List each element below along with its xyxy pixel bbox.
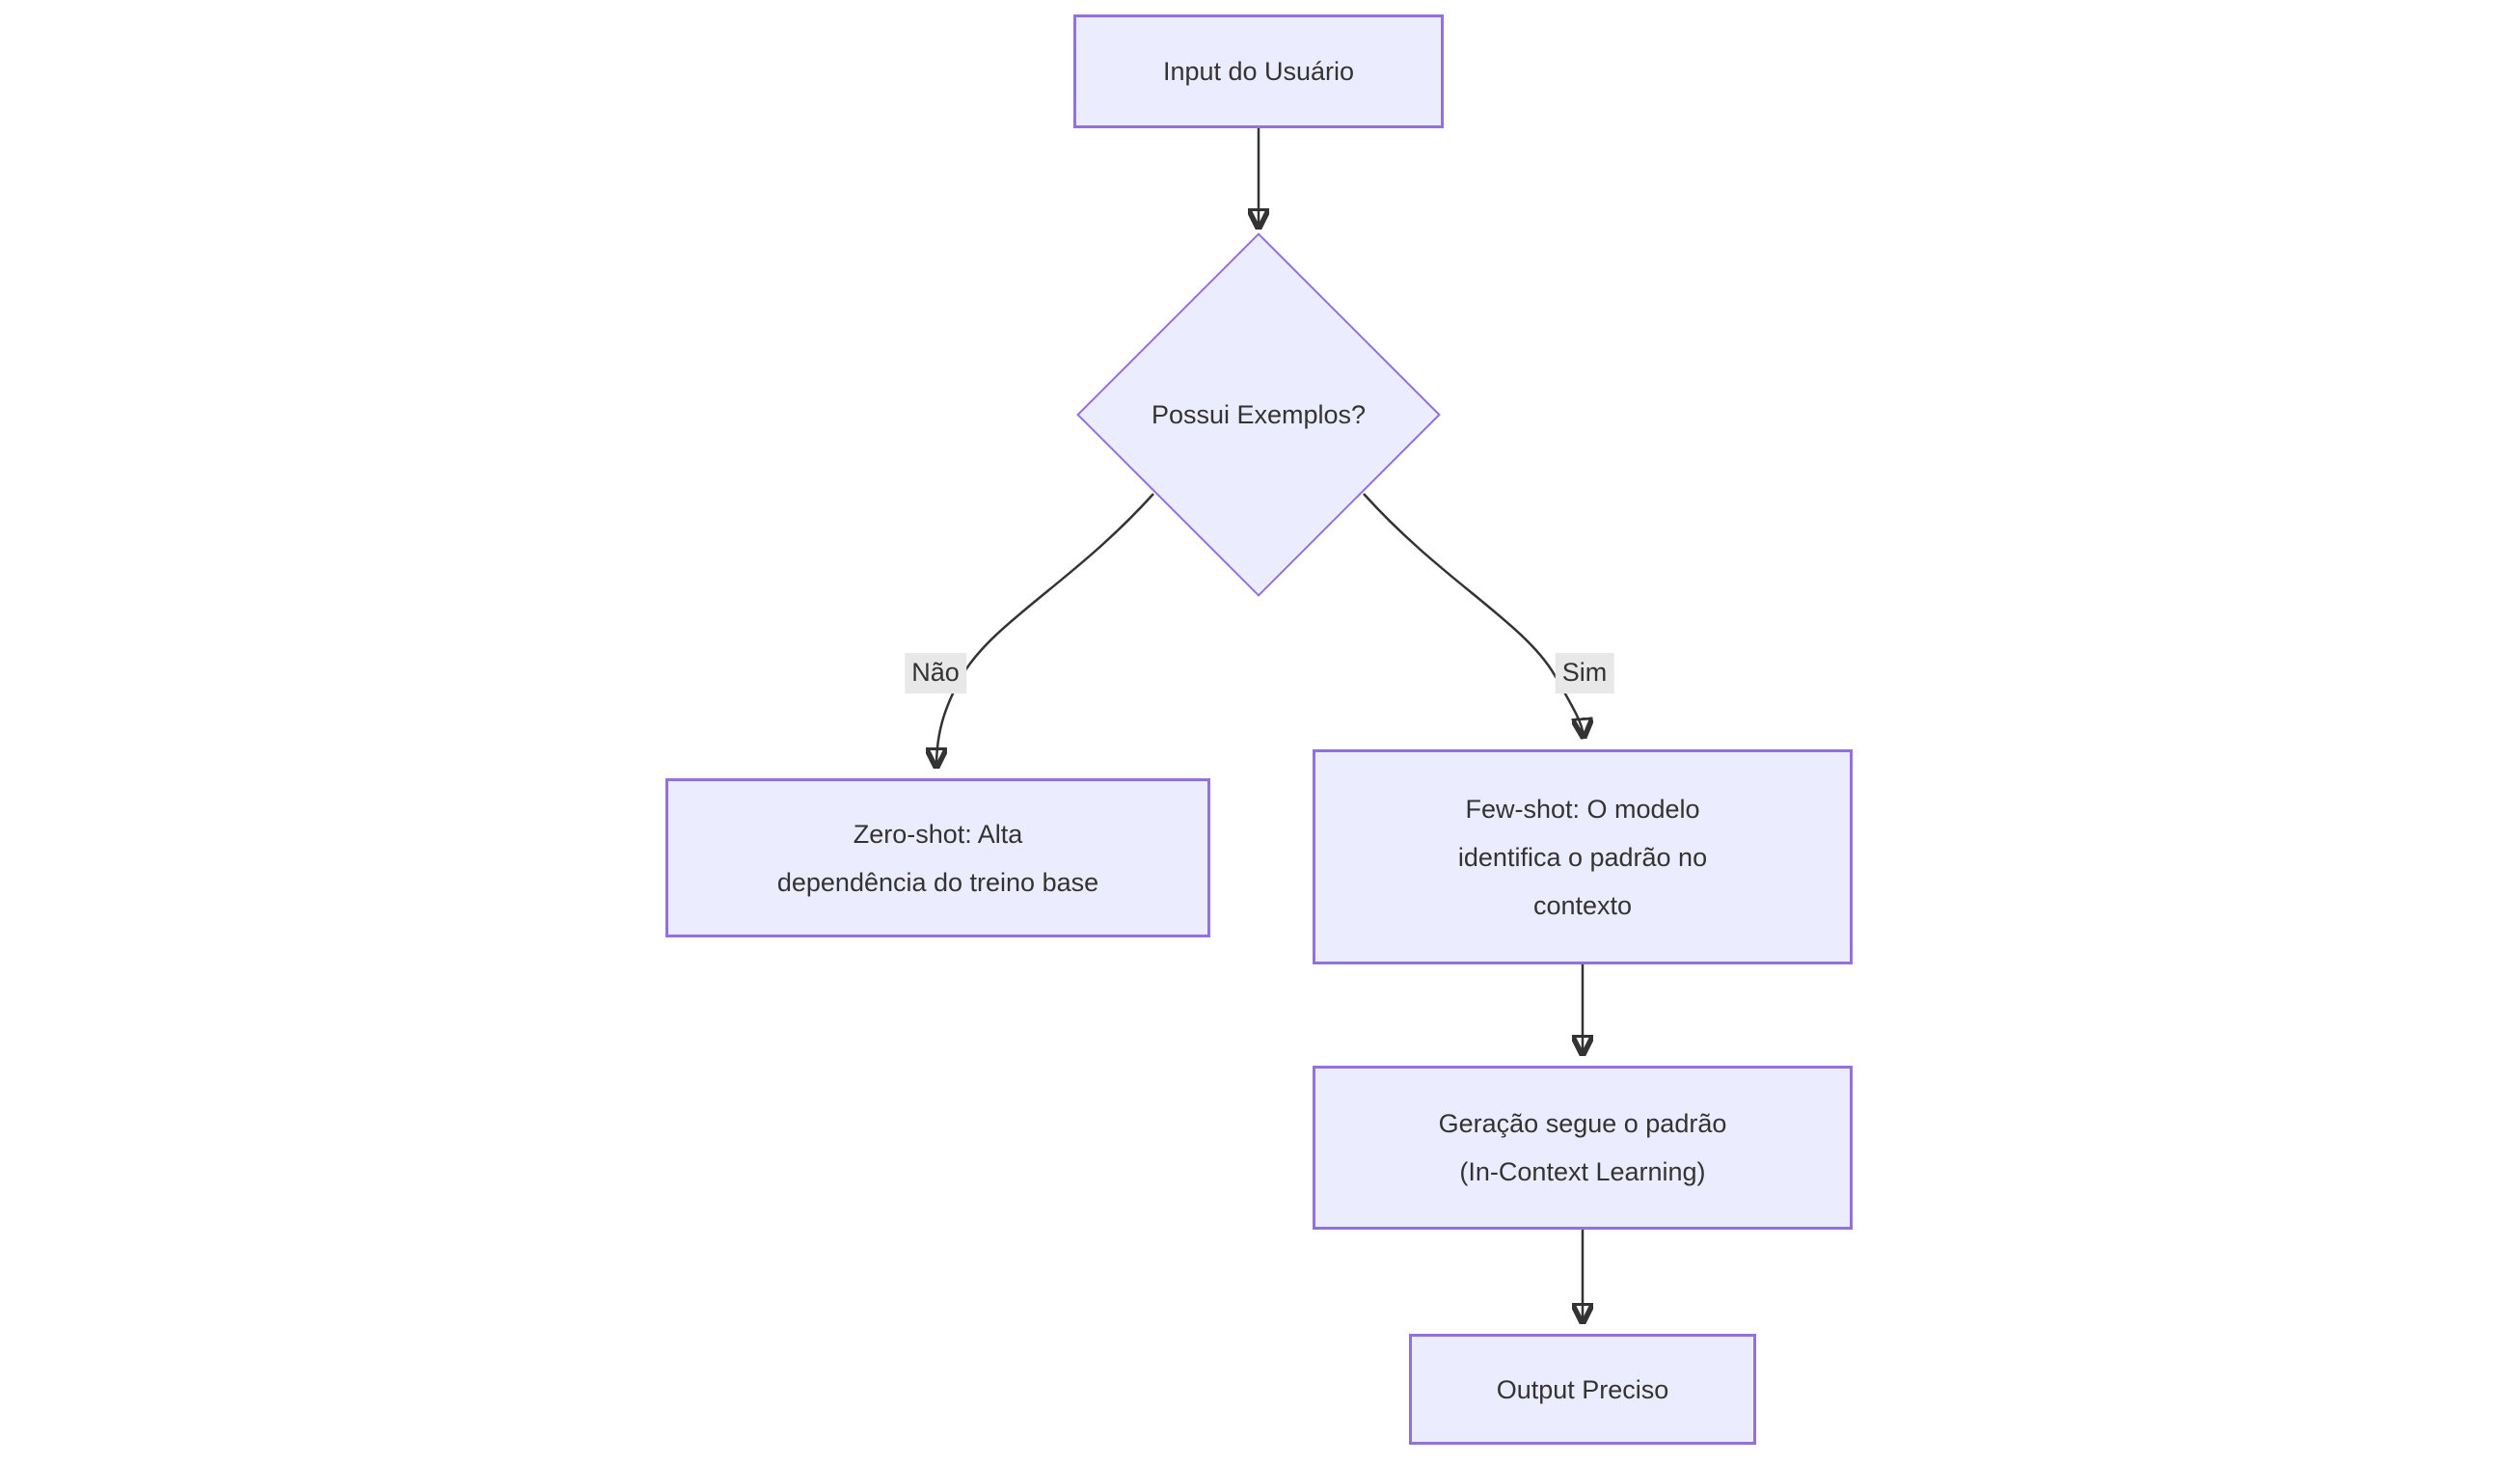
- node-input-do-usuario-label: Input do Usuário: [1162, 57, 1355, 86]
- node-input-do-usuario: Input do Usuário: [1073, 14, 1444, 128]
- node-output-preciso: Output Preciso: [1409, 1334, 1756, 1445]
- node-possui-exemplos: Possui Exemplos?: [1076, 232, 1441, 597]
- node-zero-shot: Zero-shot: Alta dependência do treino ba…: [665, 778, 1210, 937]
- node-few-shot-label: Few-shot: O modelo identifica o padrão n…: [1457, 794, 1708, 920]
- edge-label-sim: Sim: [1555, 653, 1614, 693]
- edge-decision-to-fewshot: [1363, 493, 1584, 737]
- node-few-shot: Few-shot: O modelo identifica o padrão n…: [1313, 749, 1853, 964]
- node-zero-shot-label: Zero-shot: Alta dependência do treino ba…: [776, 819, 1099, 897]
- node-geracao-segue-padrao: Geração segue o padrão (In-Context Learn…: [1313, 1066, 1853, 1230]
- edge-decision-to-zeroshot: [936, 493, 1154, 767]
- node-output-preciso-label: Output Preciso: [1496, 1374, 1669, 1404]
- node-possui-exemplos-label: Possui Exemplos?: [1151, 399, 1367, 429]
- edge-label-nao: Não: [905, 653, 966, 693]
- node-geracao-segue-padrao-label: Geração segue o padrão (In-Context Learn…: [1438, 1109, 1727, 1186]
